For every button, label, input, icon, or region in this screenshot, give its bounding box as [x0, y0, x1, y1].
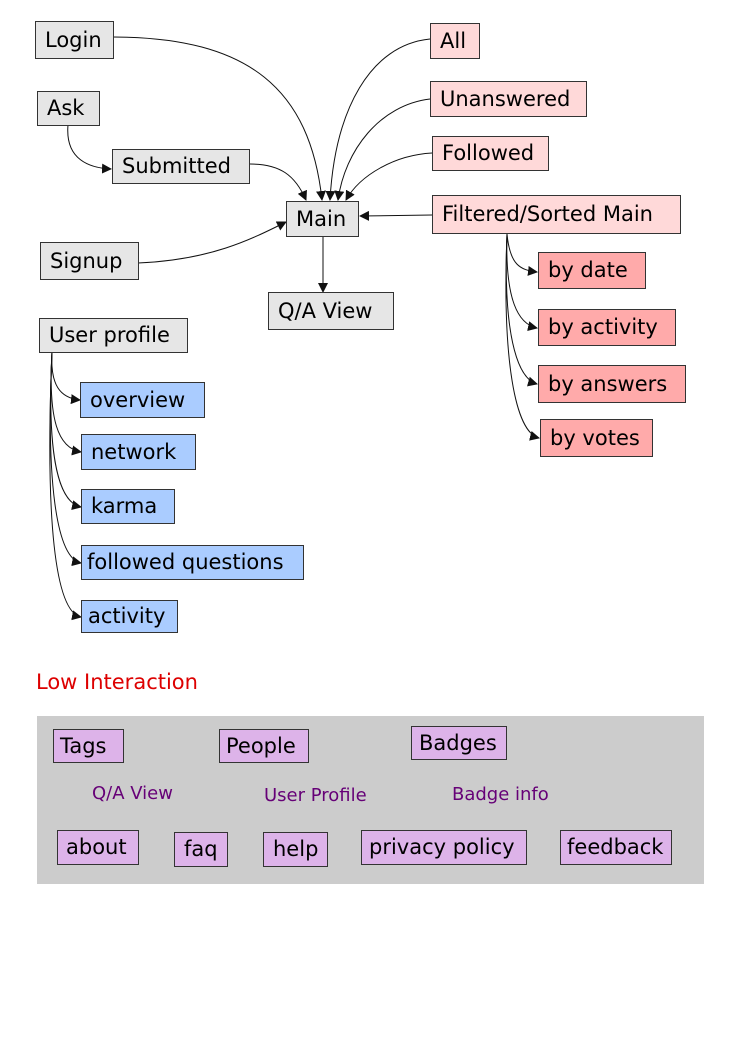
tab-overview[interactable]: overview: [80, 382, 205, 418]
edge-filtered-byvotes: [505, 233, 540, 441]
edge-profile-karma: [50, 351, 82, 511]
unanswered-node[interactable]: Unanswered: [430, 81, 587, 117]
user-profile-node[interactable]: User profile: [39, 318, 188, 353]
edge-signup-main: [137, 221, 287, 264]
ask-node[interactable]: Ask: [37, 91, 100, 126]
edge-filtered-bydate: [506, 233, 538, 276]
edge-ask-submitted: [67, 124, 112, 174]
people-node[interactable]: People: [219, 729, 309, 763]
filtered-sorted-main-node[interactable]: Filtered/Sorted Main: [432, 195, 681, 234]
edge-filtered-byanswers: [505, 233, 538, 387]
edge-followed-main: [345, 152, 433, 201]
by-votes-node[interactable]: by votes: [540, 419, 653, 457]
edge-filtered-byactivity: [506, 233, 538, 332]
badges-target-link[interactable]: Badge info: [452, 784, 549, 805]
by-activity-node[interactable]: by activity: [538, 309, 676, 346]
edge-unanswered-main: [334, 98, 431, 201]
edge-profile-activity: [49, 351, 82, 621]
login-node[interactable]: Login: [35, 21, 114, 59]
low-interaction-title: Low Interaction: [36, 670, 198, 694]
by-answers-node[interactable]: by answers: [538, 365, 686, 403]
footer-link-faq[interactable]: faq: [174, 832, 228, 867]
edge-filtered-main: [359, 210, 433, 221]
signup-node[interactable]: Signup: [40, 242, 139, 280]
by-date-node[interactable]: by date: [538, 252, 646, 289]
submitted-node[interactable]: Submitted: [112, 149, 250, 184]
tab-followed-questions[interactable]: followed questions: [81, 545, 304, 580]
edge-login-main: [112, 36, 326, 201]
edge-profile-overview: [51, 351, 81, 405]
tab-karma[interactable]: karma: [81, 489, 175, 524]
edge-profile-network: [50, 351, 82, 456]
people-target-link[interactable]: User Profile: [264, 785, 367, 806]
qa-view-node[interactable]: Q/A View: [268, 292, 394, 330]
footer-link-help[interactable]: help: [263, 832, 328, 867]
tags-node[interactable]: Tags: [53, 729, 124, 763]
edge-submitted-main: [249, 163, 307, 201]
badges-node[interactable]: Badges: [411, 726, 507, 760]
footer-link-privacy-policy[interactable]: privacy policy: [361, 830, 527, 865]
footer-link-about[interactable]: about: [57, 830, 139, 865]
footer-link-feedback[interactable]: feedback: [560, 830, 672, 865]
edge-profile-followed: [49, 351, 82, 567]
edge-all-main: [325, 38, 431, 201]
all-node[interactable]: All: [430, 23, 480, 59]
tags-target-link[interactable]: Q/A View: [92, 783, 173, 804]
followed-node[interactable]: Followed: [432, 136, 549, 171]
main-node[interactable]: Main: [286, 201, 359, 237]
tab-activity[interactable]: activity: [81, 600, 178, 633]
tab-network[interactable]: network: [81, 434, 196, 470]
